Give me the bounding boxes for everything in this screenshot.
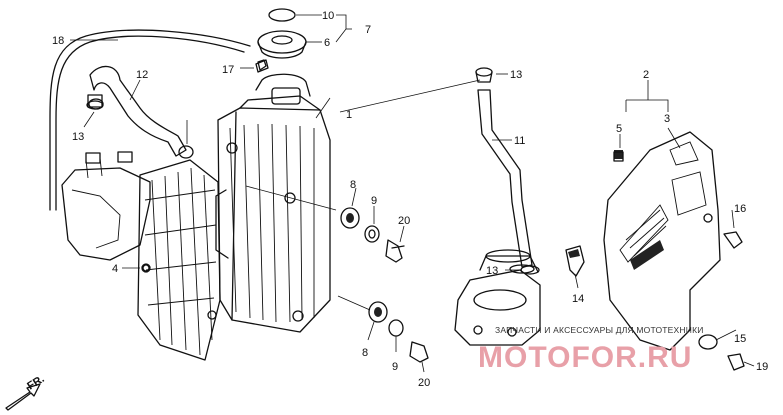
left-radiator-shroud [61, 151, 151, 261]
callout-4: 4 [112, 263, 118, 275]
callout-6: 6 [324, 37, 330, 49]
callout-16: 16 [734, 203, 746, 215]
callout-5: 5 [616, 123, 622, 135]
right-radiator-shroud [603, 131, 721, 351]
leader-lines [70, 14, 755, 373]
radiator-core [215, 73, 331, 333]
callout-12: 12 [136, 69, 148, 81]
hardware [88, 59, 745, 371]
callout-11: 11 [514, 135, 525, 147]
callout-8-upper: 8 [350, 179, 356, 191]
watermark-tagline: ЗАПЧАСТИ И АКСЕССУАРЫ ДЛЯ МОТОТЕХНИКИ [495, 325, 704, 335]
callout-10: 10 [322, 10, 334, 22]
callout-2: 2 [643, 69, 649, 81]
radiator-louver [137, 159, 221, 361]
callout-numbers: 18 12 13 10 7 6 17 1 13 11 2 3 5 8 9 20 … [52, 10, 768, 389]
callout-9-upper: 9 [371, 195, 377, 207]
callout-20-upper: 20 [398, 215, 410, 227]
watermark-logo: MOTOFOR.RU [478, 341, 692, 374]
callout-1: 1 [346, 109, 352, 121]
callout-17: 17 [222, 64, 234, 76]
callout-9-lower: 9 [392, 361, 398, 373]
front-direction-arrow: FR. [5, 373, 47, 411]
callout-13-upper-right: 13 [510, 69, 522, 81]
watermark: ЗАПЧАСТИ И АКСЕССУАРЫ ДЛЯ МОТОТЕХНИКИ MO… [478, 325, 704, 374]
callout-8-lower: 8 [362, 347, 368, 359]
clamp-clip [565, 245, 585, 277]
overflow-tube [49, 29, 251, 211]
callout-13-lower: 13 [486, 265, 498, 277]
callout-20-lower: 20 [418, 377, 430, 389]
callout-15: 15 [734, 333, 746, 345]
callout-19: 19 [756, 361, 768, 373]
callout-13-left: 13 [72, 131, 84, 143]
callout-18: 18 [52, 35, 64, 47]
callout-3: 3 [664, 113, 670, 125]
cylinder-head [454, 249, 541, 346]
callout-7: 7 [365, 24, 371, 36]
water-hose [475, 67, 533, 268]
callout-14: 14 [572, 293, 584, 305]
